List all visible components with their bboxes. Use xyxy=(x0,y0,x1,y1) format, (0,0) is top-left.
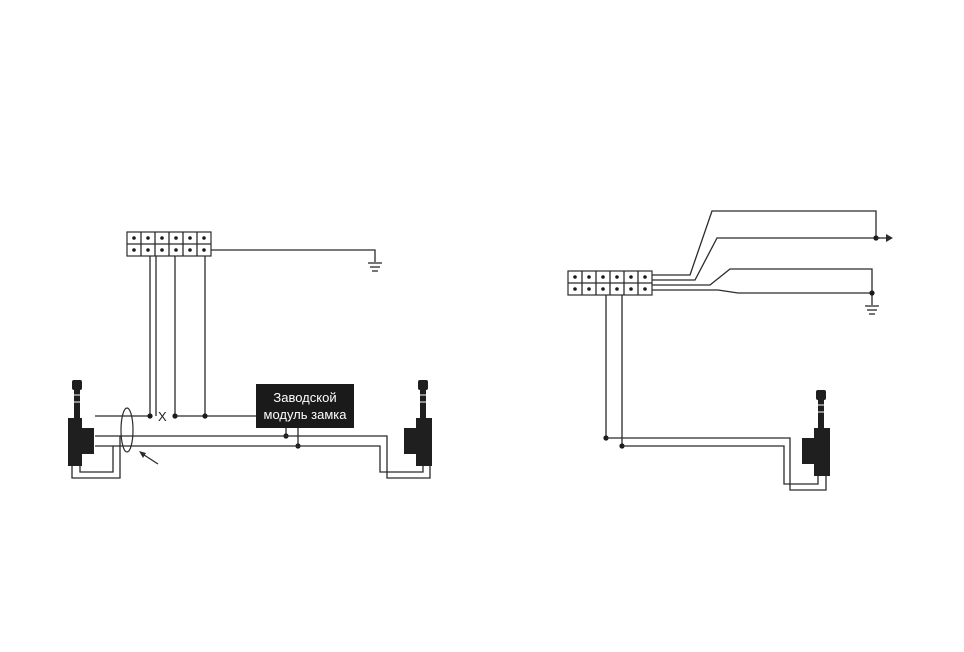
connector-right xyxy=(568,271,652,295)
ground-symbol-left xyxy=(368,263,382,271)
module-label-line2: модуль замка xyxy=(264,407,348,422)
actuator-left xyxy=(68,380,94,466)
wire-cut-mark: X xyxy=(158,409,167,424)
actuator-right xyxy=(404,380,432,466)
actuator-right-diagram xyxy=(802,390,830,476)
factory-lock-module: Заводской модуль замка xyxy=(256,384,354,428)
left-diagram: X Заводской модуль замка xyxy=(68,232,432,478)
output-arrow xyxy=(886,234,893,242)
right-diagram xyxy=(568,211,893,490)
ground-symbol-right xyxy=(865,306,879,314)
module-label-line1: Заводской xyxy=(273,390,336,405)
connector-left xyxy=(127,232,211,256)
